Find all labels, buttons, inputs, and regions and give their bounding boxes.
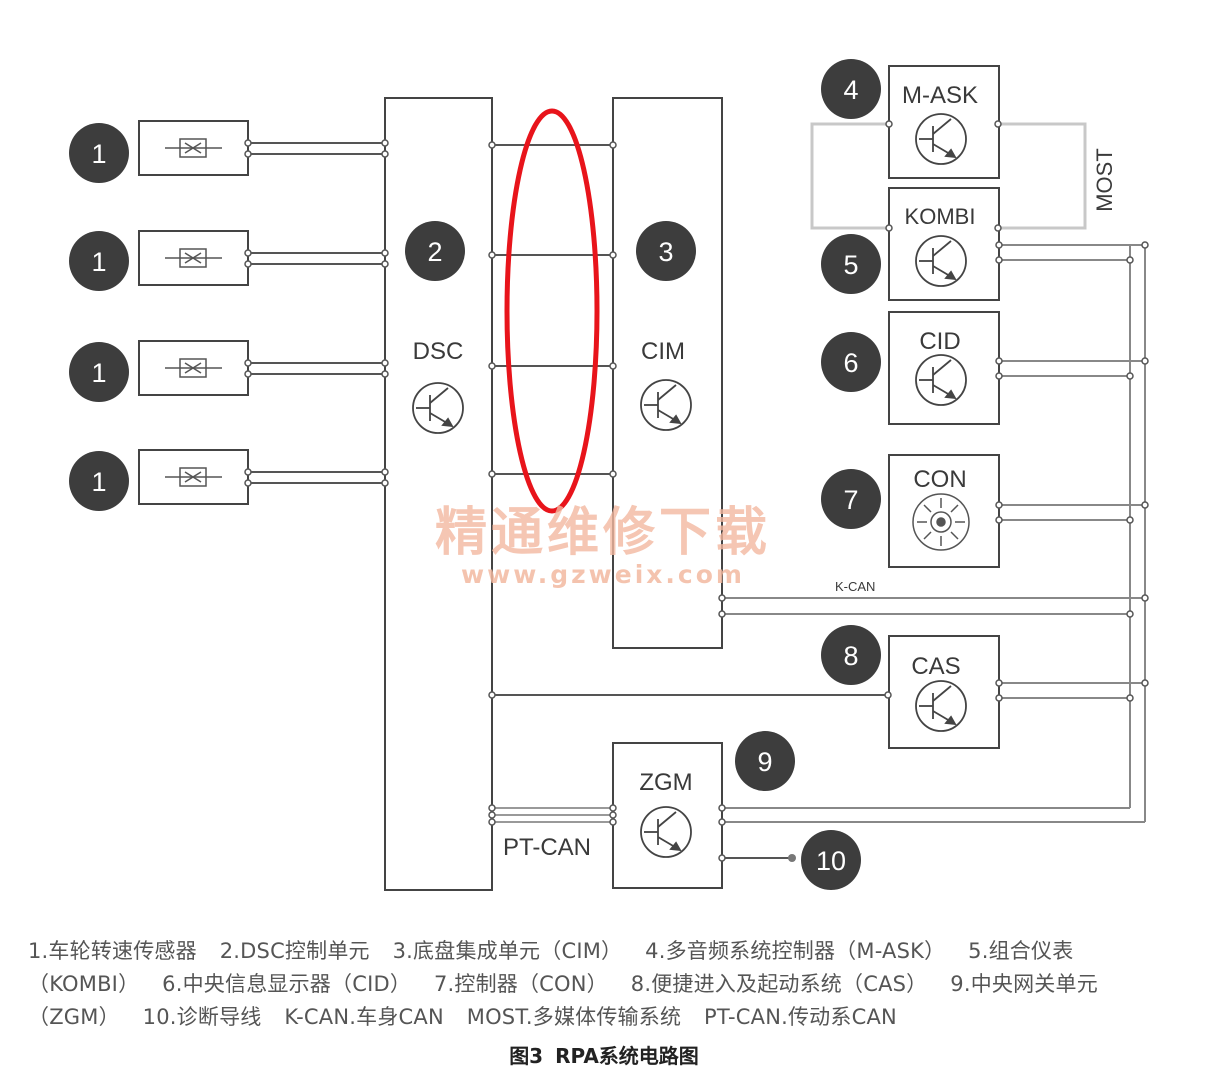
caption-item: 7.控制器（CON） [433, 972, 608, 996]
watermark-title: 精通维修下载 [435, 502, 771, 563]
transistor-icon [412, 382, 464, 434]
transistor-icon [915, 680, 967, 732]
figure-title: 图3 RPA系统电路图 [0, 1040, 1208, 1069]
caption-item: 5.组合仪表 [968, 939, 1074, 963]
badge-con: 7 [821, 469, 881, 529]
connection-points [244, 120, 1149, 862]
pt-can-label: PT-CAN [503, 834, 591, 861]
watermark-url: www.gzweix.com [461, 560, 745, 589]
dsc-box [384, 97, 493, 891]
figure-title-text: RPA系统电路图 [555, 1044, 699, 1068]
svg-text:10: 10 [816, 846, 846, 876]
badge-sensor: 1 [69, 342, 129, 402]
figure-caption: 1.车轮转速传感器 2.DSC控制单元 3.底盘集成单元（CIM） 4.多音频系… [28, 935, 1198, 1034]
k-can-label: K-CAN [835, 579, 875, 594]
caption-item: 4.多音频系统控制器（M-ASK） [645, 939, 946, 963]
caption-item: MOST.多媒体传输系统 [466, 1005, 682, 1029]
cid-label: CID [919, 328, 960, 355]
cim-label: CIM [641, 338, 685, 365]
diag-terminal [788, 854, 796, 862]
zgm-label: ZGM [639, 769, 692, 796]
kombi-label: KOMBI [905, 204, 976, 229]
wiring [248, 142, 888, 859]
caption-item: 1.车轮转速传感器 [28, 939, 197, 963]
badge-sensor: 1 [69, 231, 129, 291]
wheel-speed-sensors [138, 120, 249, 505]
dsc-label: DSC [413, 338, 464, 365]
svg-text:7: 7 [843, 485, 858, 515]
svg-text:8: 8 [843, 641, 858, 671]
number-badges: 1 1 1 1 2 3 4 5 6 7 8 9 10 [69, 59, 881, 890]
badge-cid: 6 [821, 332, 881, 392]
transistor-icons [412, 113, 967, 858]
caption-item: 8.便捷进入及起动系统（CAS） [630, 972, 928, 996]
badge-cim: 3 [636, 221, 696, 281]
badge-m-ask: 4 [821, 59, 881, 119]
caption-item: （ZGM） [28, 1005, 120, 1029]
k-can-bus [722, 244, 1146, 823]
controller-knob-icon [912, 493, 970, 551]
badge-sensor: 1 [69, 123, 129, 183]
svg-text:3: 3 [658, 237, 673, 267]
transistor-icon [915, 235, 967, 287]
badge-zgm: 9 [735, 731, 795, 791]
figure-number: 图3 [509, 1044, 544, 1068]
m-ask-box [888, 65, 1000, 179]
rpa-circuit-diagram: DSC CIM M-ASK KOMBI CID CON CAS ZGM MOST… [69, 59, 1149, 891]
transistor-icon [640, 379, 692, 431]
transistor-icon [640, 806, 692, 858]
svg-text:5: 5 [843, 250, 858, 280]
m-ask-label: M-ASK [902, 82, 978, 109]
svg-text:1: 1 [91, 467, 106, 497]
con-box [888, 454, 1000, 568]
svg-text:4: 4 [843, 75, 858, 105]
svg-text:1: 1 [91, 358, 106, 388]
caption-item: 2.DSC控制单元 [219, 939, 370, 963]
transistor-icon [915, 113, 967, 165]
most-label: MOST [1092, 148, 1117, 212]
caption-item: 10.诊断导线 [142, 1005, 262, 1029]
sensor-1d [138, 449, 249, 505]
caption-item: K-CAN.车身CAN [284, 1005, 444, 1029]
badge-kombi: 5 [821, 234, 881, 294]
caption-item: PT-CAN.传动系CAN [704, 1005, 897, 1029]
caption-item: 6.中央信息显示器（CID） [162, 972, 412, 996]
caption-item: （KOMBI） [28, 972, 140, 996]
most-bus [810, 122, 1087, 230]
svg-text:1: 1 [91, 139, 106, 169]
sensor-1b [138, 230, 249, 286]
svg-text:9: 9 [757, 747, 772, 777]
caption-item: 3.底盘集成单元（CIM） [392, 939, 623, 963]
pt-can-bus [492, 807, 613, 823]
kombi-box [888, 187, 1000, 301]
sensor-1a [138, 120, 249, 176]
badge-dsc: 2 [405, 221, 465, 281]
svg-text:1: 1 [91, 247, 106, 277]
con-label: CON [913, 466, 966, 493]
svg-text:2: 2 [427, 237, 442, 267]
badge-diag: 10 [801, 830, 861, 890]
badge-cas: 8 [821, 625, 881, 685]
badge-sensor: 1 [69, 451, 129, 511]
caption-item: 9.中央网关单元 [950, 972, 1098, 996]
highlight-ellipse [504, 108, 600, 514]
zgm-box [612, 742, 723, 889]
cim-box [612, 97, 723, 649]
transistor-icon [915, 354, 967, 406]
sensor-1c [138, 340, 249, 396]
svg-text:6: 6 [843, 348, 858, 378]
cas-label: CAS [911, 653, 960, 680]
